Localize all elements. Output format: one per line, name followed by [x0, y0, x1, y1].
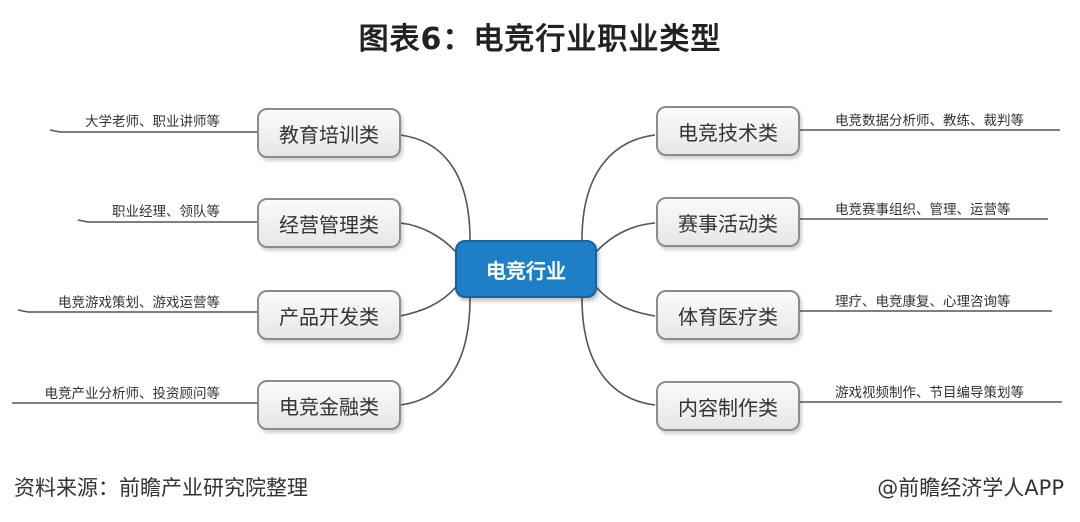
link-center-left-1	[399, 222, 457, 253]
link-center-left-3	[399, 297, 471, 406]
leaf-text-left-3: 电竞产业分析师、投资顾问等	[44, 386, 221, 402]
leaf-text-left-1: 职业经理、领队等	[112, 204, 220, 220]
branch-node-left-0: 教育培训类	[257, 108, 401, 158]
leaf-text-right-1: 电竞赛事组织、管理、运营等	[835, 202, 1011, 218]
credit-note: @前瞻经济学人APP	[877, 476, 1064, 500]
link-center-left-2	[399, 286, 457, 317]
branch-node-right-0: 电竞技术类	[656, 106, 800, 156]
branch-node-left-1: 经营管理类	[257, 198, 401, 248]
link-center-right-0	[581, 134, 656, 241]
link-center-left-0	[399, 134, 471, 241]
figure-title: 图表6：电竞行业职业类型	[358, 22, 722, 57]
leaf-line-left-2	[17, 309, 257, 313]
link-center-right-1	[595, 222, 656, 253]
leaf-line-left-1	[77, 219, 257, 223]
branch-node-right-2: 体育医疗类	[656, 290, 800, 340]
leaf-text-left-0: 大学老师、职业讲师等	[85, 114, 220, 130]
leaf-text-left-2: 电竞游戏策划、游戏运营等	[58, 295, 220, 311]
leaf-text-right-0: 电竞数据分析师、教练、裁判等	[835, 113, 1024, 129]
source-note: 资料来源：前瞻产业研究院整理	[14, 476, 308, 500]
center-node: 电竞行业	[455, 240, 597, 298]
branch-node-left-3: 电竞金融类	[257, 380, 401, 430]
leaf-line-left-0	[49, 129, 257, 133]
branch-node-right-3: 内容制作类	[656, 381, 800, 431]
link-center-right-3	[581, 297, 656, 406]
branch-node-left-2: 产品开发类	[257, 290, 401, 340]
leaf-text-right-3: 游戏视频制作、节目编导策划等	[835, 385, 1024, 401]
leaf-text-right-2: 理疗、电竞康复、心理咨询等	[835, 294, 1011, 310]
link-center-right-2	[595, 286, 656, 317]
branch-node-right-1: 赛事活动类	[656, 197, 800, 247]
